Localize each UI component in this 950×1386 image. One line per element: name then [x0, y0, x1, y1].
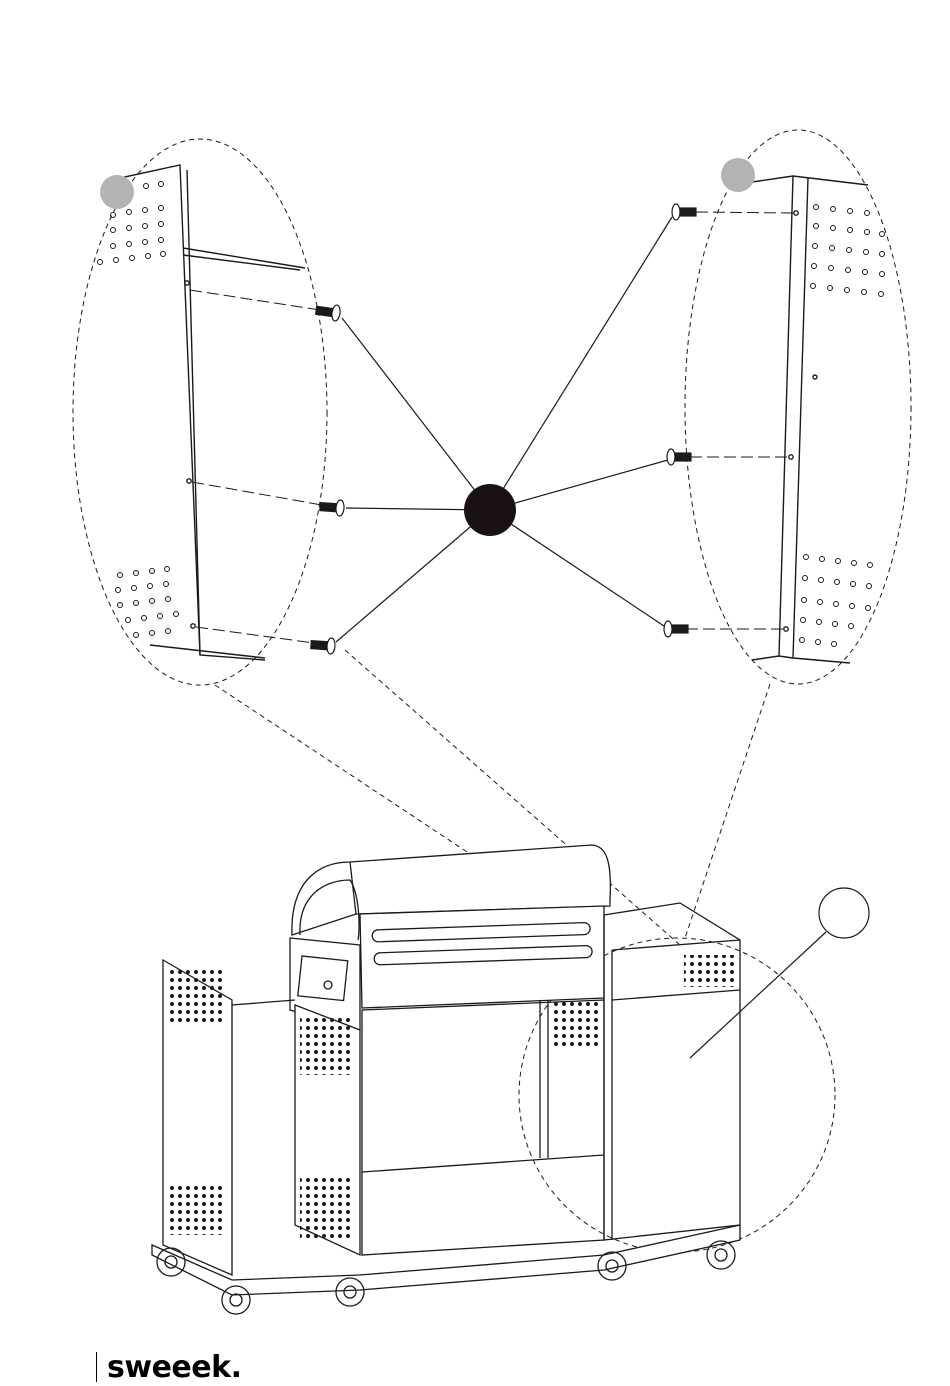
screw-icon: [664, 621, 688, 637]
right-mount-hole-3: [784, 627, 788, 631]
grill-front-fascia: [360, 906, 604, 1008]
right-panel-edge-inner: [793, 178, 808, 658]
screw-icon: [319, 499, 344, 517]
right-mount-hole-1: [794, 211, 798, 215]
wheel-icon: [707, 1241, 735, 1269]
left-panel-edge: [120, 165, 265, 660]
right-panel-center-hole: [813, 375, 817, 379]
right-mount-hole-2: [789, 455, 793, 459]
left-mount-hole-1: [185, 281, 189, 285]
left-mount-hole-3: [191, 624, 195, 628]
right-panel-edge-outer: [779, 176, 793, 656]
left-detail-marker: [100, 175, 134, 209]
right-leader-dashed: [685, 684, 770, 938]
right-panel-edge: [752, 176, 868, 185]
cart-base-frame: [152, 1225, 740, 1295]
hub-dot: [464, 484, 516, 536]
right-panel-holes-bottom: [800, 555, 873, 647]
left-panel-holes-bottom: [116, 567, 179, 638]
brand-logo-text: sweeek.: [107, 1350, 241, 1385]
grill-callout-leader: [690, 932, 826, 1058]
brand-divider: [96, 1352, 97, 1382]
right-panel-holes-top: [811, 205, 885, 297]
grill-callout-marker: [819, 888, 869, 938]
screw-icon: [672, 204, 696, 220]
left-detail-ellipse: [73, 139, 327, 685]
right-detail-marker: [721, 158, 755, 192]
right-side-panel-detail: [686, 176, 885, 663]
left-mount-hole-2: [187, 479, 191, 483]
hub-connector-lines: [336, 217, 672, 642]
screw-icon: [315, 302, 341, 321]
right-panel-bottom: [752, 656, 850, 663]
left-side-panel-detail: [98, 165, 323, 660]
cabinet-right-side: [604, 903, 740, 1240]
grill-cart-drawing: [152, 845, 740, 1314]
screw-icon: [310, 637, 335, 655]
screw-icon: [667, 449, 691, 465]
left-panel-inner-edge: [187, 170, 200, 655]
brand-logo: sweeek.: [96, 1348, 241, 1386]
